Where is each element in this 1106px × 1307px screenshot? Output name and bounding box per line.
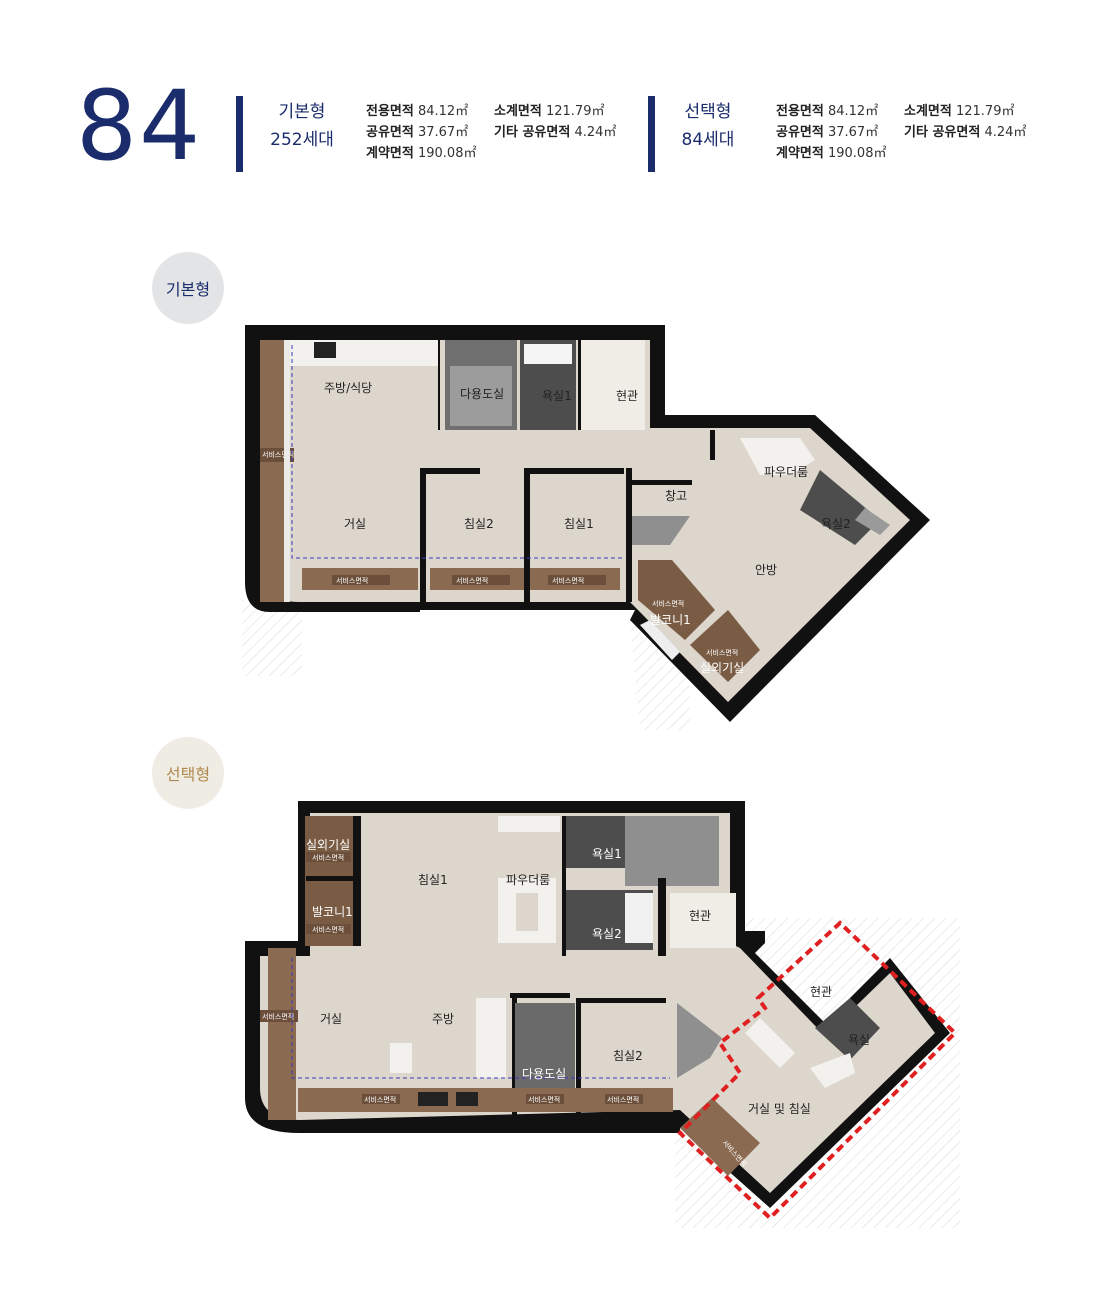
room-powder: 파우더룸: [506, 873, 550, 887]
room-living: 거실: [344, 517, 366, 531]
option-type-households: 84세대: [681, 130, 735, 150]
spec-value: 84.12㎡: [417, 104, 469, 119]
badge-basic: 기본형: [152, 252, 224, 324]
service-label: 서비스면적: [528, 1095, 560, 1104]
basic-type-name: 기본형: [278, 102, 326, 122]
option-spec-row-4: 소계면적 121.79㎡: [904, 101, 1026, 122]
option-type-name: 선택형: [684, 102, 732, 122]
spec-label: 계약면적: [776, 146, 824, 161]
room-bed1: 침실1: [564, 517, 594, 531]
service-label: 서비스면적: [312, 925, 344, 934]
basic-type-block: 기본형 252세대: [262, 98, 342, 154]
room-entrance2: 현관: [810, 985, 832, 999]
basic-spec-row-3: 계약면적 190.08㎡: [366, 143, 476, 164]
room-living-bed: 거실 및 침실: [748, 1102, 811, 1116]
badge-option: 선택형: [152, 737, 224, 809]
service-label: 서비스면적: [262, 1012, 294, 1021]
room-balcony1: 발코니1: [650, 613, 691, 627]
spec-value: 84.12㎡: [827, 104, 879, 119]
room-storage: 창고: [665, 489, 687, 503]
option-specs: 전용면적 84.12㎡ 공유면적 37.67㎡ 계약면적 190.08㎡: [776, 101, 886, 164]
room-powder: 파우더룸: [764, 465, 808, 479]
service-label: 서비스면적: [456, 576, 488, 585]
room-outdoor-unit: 실외기실: [700, 661, 744, 675]
room-kitchen: 주방/식당: [324, 381, 372, 395]
service-label: 서비스면적: [552, 576, 584, 585]
room-bath: 욕실: [848, 1033, 870, 1047]
spec-value: 37.67㎡: [827, 125, 879, 140]
basic-type-households: 252세대: [270, 130, 334, 150]
option-spec-row-1: 전용면적 84.12㎡: [776, 101, 886, 122]
spec-label: 공유면적: [366, 125, 414, 140]
room-bed1: 침실1: [418, 873, 448, 887]
room-entrance: 현관: [689, 909, 711, 923]
service-label: 서비스면적: [262, 450, 294, 459]
room-utility: 다용도실: [460, 387, 504, 401]
room-utility: 다용도실: [522, 1067, 566, 1081]
basic-spec-row-4: 소계면적 121.79㎡: [494, 101, 616, 122]
spec-label: 계약면적: [366, 146, 414, 161]
spec-value: 190.08㎡: [827, 146, 887, 161]
spec-value: 121.79㎡: [545, 104, 605, 119]
room-bath2: 욕실2: [592, 927, 622, 941]
room-outdoor-unit: 실외기실: [306, 838, 350, 852]
room-bath1: 욕실1: [592, 847, 622, 861]
basic-spec-row-5: 기타 공유면적 4.24㎡: [494, 122, 616, 143]
service-label: 서비스면적: [312, 853, 344, 862]
spec-label: 공유면적: [776, 125, 824, 140]
option-type-block: 선택형 84세대: [668, 98, 748, 154]
room-bed2: 침실2: [464, 517, 494, 531]
room-master: 안방: [755, 563, 777, 577]
option-spec-row-3: 계약면적 190.08㎡: [776, 143, 886, 164]
option-spec-row-2: 공유면적 37.67㎡: [776, 122, 886, 143]
spec-label: 전용면적: [366, 104, 414, 119]
spec-label: 소계면적: [904, 104, 952, 119]
spec-label: 기타 공유면적: [494, 125, 571, 140]
room-bed2: 침실2: [613, 1049, 643, 1063]
floor-plan-basic: 서비스면적 서비스면적 서비스면적 서비스면적 주방/식당 다용도실 욕실1 현…: [240, 320, 940, 730]
divider-bar-2: [648, 96, 655, 172]
service-label: 서비스면적: [607, 1095, 639, 1104]
room-kitchen: 주방: [432, 1012, 454, 1026]
room-balcony1: 발코니1: [312, 905, 353, 919]
spec-value: 121.79㎡: [955, 104, 1015, 119]
room-living: 거실: [320, 1012, 342, 1026]
room-bath1: 욕실1: [542, 389, 572, 403]
service-label: 서비스면적: [364, 1095, 396, 1104]
floor-plan-option: 서비스면적 서비스면적 서비스면적 서비스면적 서비스면적 서비스면적 서비스면…: [240, 798, 970, 1238]
basic-specs-2: 소계면적 121.79㎡ 기타 공유면적 4.24㎡: [494, 101, 616, 143]
spec-value: 4.24㎡: [574, 125, 617, 140]
option-specs-2: 소계면적 121.79㎡ 기타 공유면적 4.24㎡: [904, 101, 1026, 143]
basic-spec-row-2: 공유면적 37.67㎡: [366, 122, 476, 143]
service-label: 서비스면적: [706, 648, 738, 657]
unit-size-number: 84: [76, 70, 203, 182]
spec-value: 4.24㎡: [984, 125, 1027, 140]
divider-bar: [236, 96, 243, 172]
basic-specs: 전용면적 84.12㎡ 공유면적 37.67㎡ 계약면적 190.08㎡: [366, 101, 476, 164]
service-label: 서비스면적: [652, 599, 684, 608]
option-spec-row-5: 기타 공유면적 4.24㎡: [904, 122, 1026, 143]
basic-spec-row-1: 전용면적 84.12㎡: [366, 101, 476, 122]
spec-label: 소계면적: [494, 104, 542, 119]
spec-label: 전용면적: [776, 104, 824, 119]
room-bath2: 욕실2: [821, 517, 851, 531]
spec-value: 190.08㎡: [417, 146, 477, 161]
spec-value: 37.67㎡: [417, 125, 469, 140]
spec-label: 기타 공유면적: [904, 125, 981, 140]
service-label: 서비스면적: [336, 576, 368, 585]
room-entrance: 현관: [616, 389, 638, 403]
